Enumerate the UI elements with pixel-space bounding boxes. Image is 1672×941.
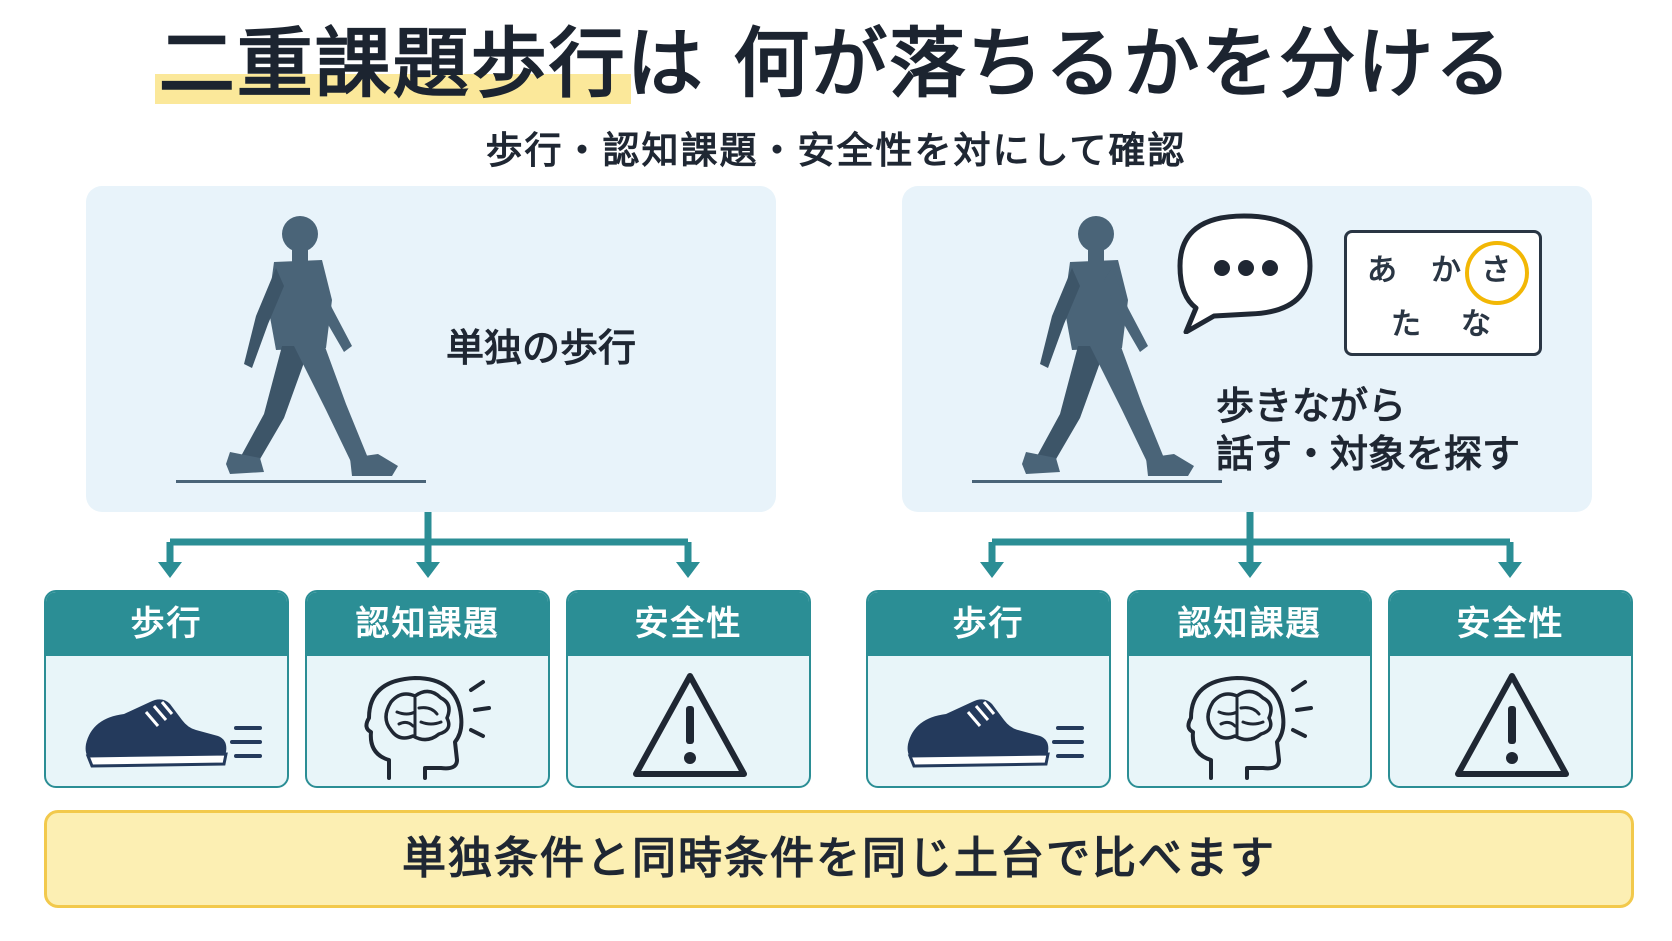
card-title: 歩行 bbox=[46, 592, 287, 656]
card-title: 認知課題 bbox=[307, 592, 548, 656]
page-subtitle: 歩行・認知課題・安全性を対にして確認 bbox=[485, 129, 1187, 172]
left-card-cognitive: 認知課題 bbox=[305, 590, 550, 788]
right-branch-arrows bbox=[980, 512, 1522, 578]
letter-a: あ bbox=[1367, 253, 1397, 288]
footer-summary: 単独条件と同時条件を同じ土台で比べます bbox=[44, 810, 1634, 908]
title-highlight: 二重課題歩行 bbox=[158, 19, 627, 108]
brain-head-icon bbox=[364, 676, 491, 780]
walking-person-icon bbox=[176, 216, 426, 483]
right-card-cognitive: 認知課題 bbox=[1127, 590, 1372, 788]
title-rest: は 何が落ちるかを分ける bbox=[626, 19, 1514, 108]
warning-icon bbox=[568, 656, 811, 788]
shoe-icon bbox=[84, 697, 264, 768]
page-title: 二重課題歩行は 何が落ちるかを分ける bbox=[159, 14, 1513, 114]
speech-bubble-icon bbox=[1177, 213, 1313, 334]
card-title: 歩行 bbox=[868, 592, 1109, 656]
letter-search-board: あ か さ た な bbox=[1344, 230, 1542, 356]
single-walk-panel: 単独の歩行 bbox=[86, 186, 776, 512]
highlight-ring bbox=[1465, 241, 1529, 305]
dual-task-panel: あ か さ た な 歩きながら 話す・対象を探す bbox=[902, 186, 1592, 512]
left-card-safety: 安全性 bbox=[566, 590, 811, 788]
card-title: 認知課題 bbox=[1129, 592, 1370, 656]
right-card-safety: 安全性 bbox=[1388, 590, 1633, 788]
dual-task-label-line2: 話す・対象を探す bbox=[1216, 432, 1521, 476]
card-title: 安全性 bbox=[1390, 592, 1631, 656]
left-branch-arrows bbox=[158, 512, 700, 578]
single-walk-label: 単独の歩行 bbox=[446, 326, 637, 370]
card-title: 安全性 bbox=[568, 592, 809, 656]
warning-icon bbox=[1390, 656, 1633, 788]
letter-na: な bbox=[1461, 307, 1491, 342]
right-card-gait: 歩行 bbox=[866, 590, 1111, 788]
letter-ta: た bbox=[1391, 307, 1421, 342]
letter-ka: か bbox=[1431, 253, 1461, 288]
shoe-icon bbox=[906, 697, 1086, 768]
left-card-gait: 歩行 bbox=[44, 590, 289, 788]
title-area: 二重課題歩行は 何が落ちるかを分ける bbox=[0, 14, 1672, 114]
dual-task-label-line1: 歩きながら bbox=[1216, 384, 1407, 428]
letter-sa: さ bbox=[1481, 253, 1511, 288]
brain-head-icon bbox=[1186, 676, 1313, 780]
